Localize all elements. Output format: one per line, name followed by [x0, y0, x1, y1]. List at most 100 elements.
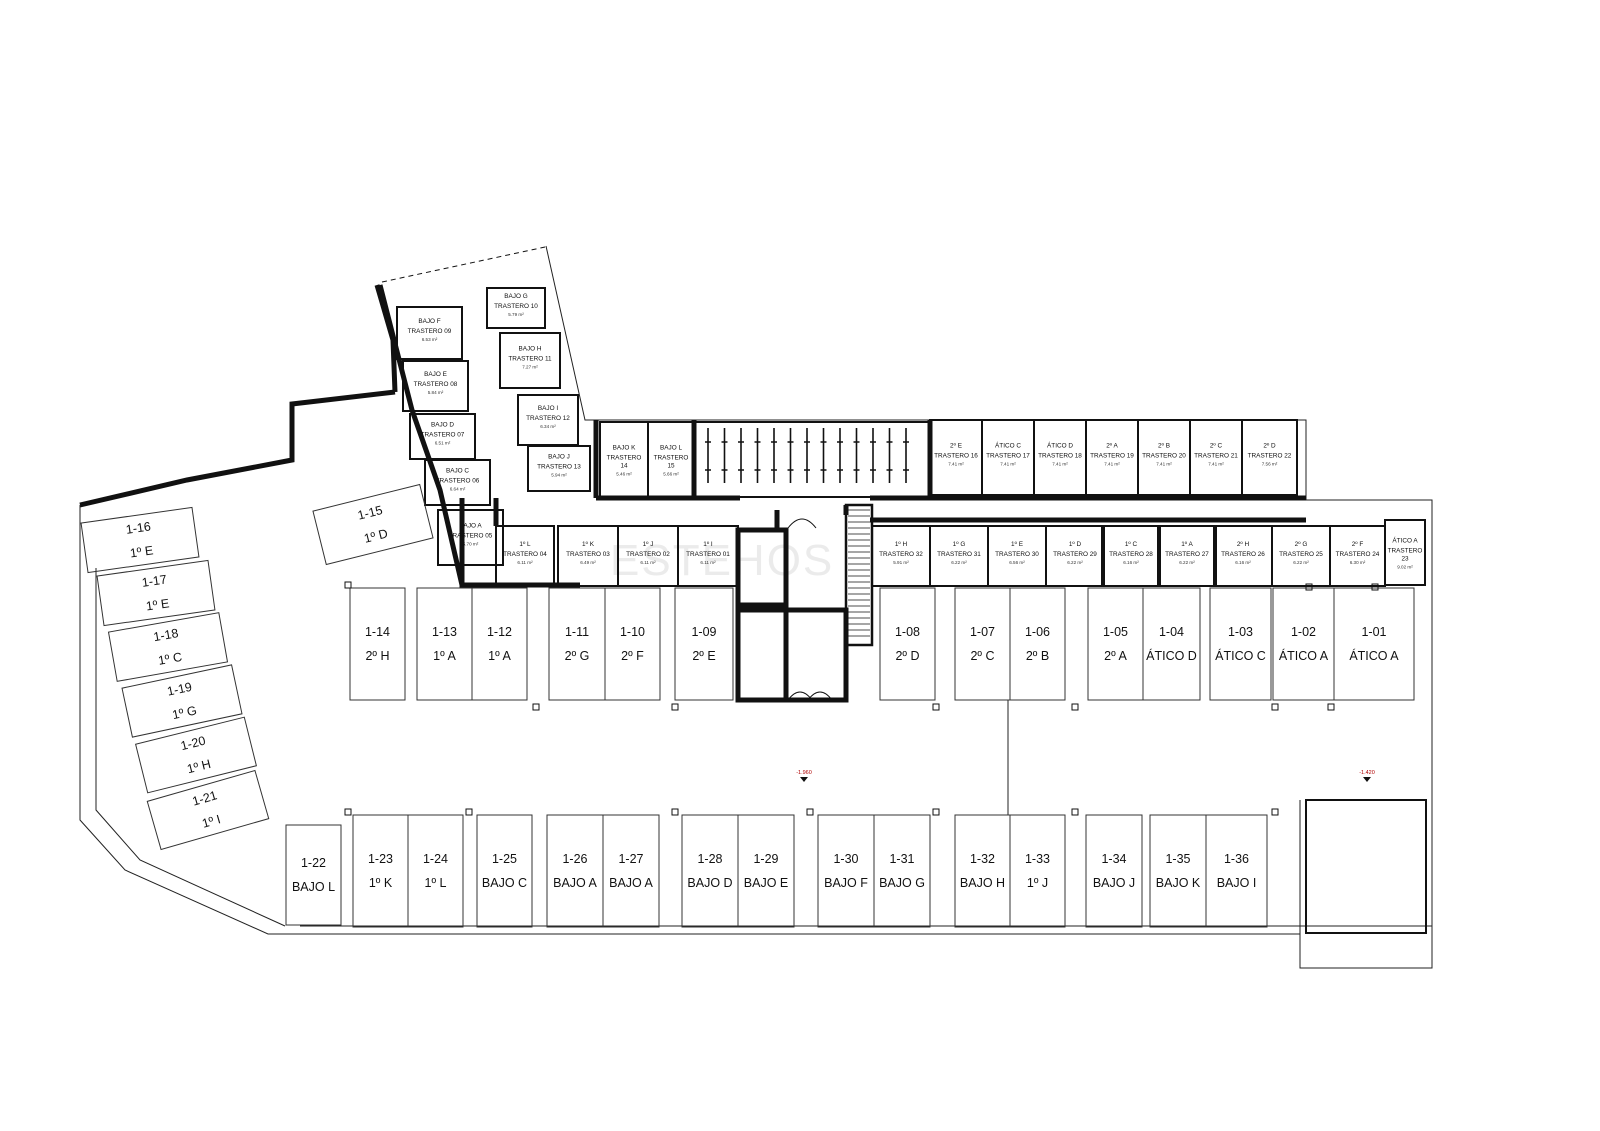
storage-area: 6.53 m² [422, 337, 438, 342]
parking-space-outline [285, 824, 342, 926]
parking-space-unit: 1º I [201, 812, 223, 831]
storage-name: TRASTERO 13 [537, 464, 581, 471]
storage-area: 5.46 m² [616, 472, 632, 477]
storage-name: TRASTERO 12 [526, 415, 570, 422]
parking-space-outline [416, 587, 473, 701]
parking-space-number: 1-27 [618, 852, 643, 866]
storage-area: 9.02 m² [1397, 565, 1413, 570]
storage-owner: 1º C [1125, 541, 1138, 548]
parking-space-unit: BAJO C [482, 876, 527, 890]
parking-space-unit: 1º A [433, 649, 456, 663]
core-stairs-lift [735, 503, 874, 703]
storage-owner: 1º I [703, 541, 713, 548]
storage-name: TRASTERO 25 [1279, 551, 1323, 558]
parking-space-number: 1-21 [191, 788, 219, 808]
parking-space-unit: 1º D [363, 526, 390, 545]
storage-area: 7.27 m² [522, 365, 538, 370]
parking-space-outline [352, 814, 409, 928]
storage-room-outline [402, 360, 469, 412]
column-marker [1271, 703, 1279, 711]
parking-space-unit: 1º K [369, 876, 393, 890]
storage-owner: BAJO L [660, 445, 682, 452]
parking-space-number: 1-26 [562, 852, 587, 866]
parking-space-number: 1-09 [691, 625, 716, 639]
parking-space-outline [349, 587, 406, 701]
storage-room-outline [499, 332, 561, 389]
parking-space-outline [737, 814, 795, 928]
storage-name: TRASTERO 27 [1165, 551, 1209, 558]
parking-space-number: 1-24 [423, 852, 448, 866]
storage-area: 6.11 m² [517, 560, 533, 565]
storage-owner: ÁTICO D [1047, 441, 1073, 450]
level-label: -1.960 [796, 770, 812, 776]
storage-room-outline [396, 306, 463, 360]
storage-room-outline [1045, 525, 1105, 587]
parking-space: 1-09 2º E [674, 587, 734, 701]
storage-area: 5.84 m² [428, 390, 444, 395]
parking-space-unit: ÁTICO D [1146, 648, 1197, 663]
storage-owner: BAJO E [424, 371, 447, 378]
storage-name: TRASTERO 17 [986, 453, 1030, 460]
parking-space-number: 1-29 [753, 852, 778, 866]
storage-owner: BAJO C [446, 468, 469, 475]
parking-space-number: 1-07 [970, 625, 995, 639]
parking-space-number: 1-28 [697, 852, 722, 866]
parking-space-unit: 2º H [365, 649, 389, 663]
storage-owner: BAJO F [418, 318, 440, 325]
storage-name: TRASTERO 29 [1053, 551, 1097, 558]
parking-space-number: 1-34 [1101, 852, 1126, 866]
storage-area: 7.41 m² [1156, 462, 1172, 467]
parking-space-outline [135, 716, 257, 794]
storage-name: TRASTERO 31 [937, 551, 981, 558]
parking-space-number: 1-10 [620, 625, 645, 639]
column-marker [344, 581, 352, 589]
parking-space-unit: BAJO A [609, 876, 653, 890]
column-marker [932, 703, 940, 711]
storage-area: 6.34 m² [540, 424, 556, 429]
parking-space-number: 1-02 [1291, 625, 1316, 639]
parking-space-number: 1-01 [1361, 625, 1386, 639]
storage-owner: BAJO J [548, 454, 570, 461]
parking-space-outline [1205, 814, 1268, 928]
parking-space-unit: 1º E [129, 543, 154, 560]
level-label: -1.420 [1359, 770, 1375, 776]
storage-name: TRASTERO 05 [449, 533, 493, 540]
parking-space-number: 1-04 [1159, 625, 1184, 639]
storage-room-outline [1241, 419, 1298, 496]
parking-space: 1-21 1º I [146, 769, 270, 851]
storage-area: 6.64 m² [450, 487, 466, 492]
parking-space-outline [674, 587, 734, 701]
storage-owner: BAJO K [613, 445, 636, 452]
parking-space-outline [96, 559, 216, 627]
storage-name: TRASTERO 03 [566, 551, 610, 558]
bike-rack-icon [820, 428, 827, 483]
column-marker [1305, 583, 1313, 591]
storage-area: 7.41 m² [1052, 462, 1068, 467]
storage-name: 15 [667, 463, 675, 470]
storage-name: TRASTERO 01 [686, 551, 730, 558]
parking-space-outline [1009, 814, 1066, 928]
parking-space-outline [80, 506, 200, 574]
watermark: ESTEHOS [610, 536, 834, 585]
parking-space-number: 1-31 [889, 852, 914, 866]
storage-owner: 1º E [1011, 541, 1023, 548]
bike-rack-icon [771, 428, 777, 483]
bike-rack-icon [787, 428, 794, 483]
parking-space-unit: 2º E [692, 649, 715, 663]
